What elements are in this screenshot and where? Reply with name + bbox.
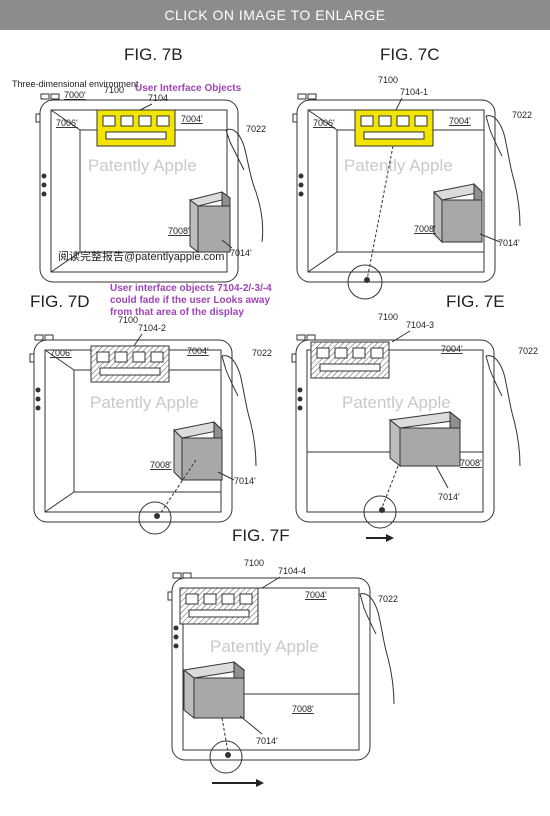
fig-7e-device-ref: 7100 <box>378 312 398 322</box>
fig-7b-site: 阅读完整报告@patentlyapple.com <box>58 249 224 263</box>
fig-7c-title: FIG. 7C <box>380 45 440 64</box>
fig-7d-box <box>172 420 224 482</box>
fig-7f-hand-ref: 7022 <box>378 594 398 604</box>
patent-figures-image: FIG. 7B Three-dimensional environment 70… <box>0 30 550 811</box>
fig-7e-hand <box>485 355 521 467</box>
fig-7e-right-arrow-icon <box>386 534 394 542</box>
fig-7f-wall-ref: 7004' <box>305 590 327 600</box>
fig-7d-wall-ref: 7004' <box>187 346 209 356</box>
fig-7f-eye <box>209 717 264 787</box>
fig-7e-watermark: Patently Apple <box>342 393 451 412</box>
fig-7f-title: FIG. 7F <box>232 526 290 545</box>
fig-7f-ui-objects <box>179 576 281 625</box>
figure-7f: FIG. 7F 7100 7104-4 7004' Patently Apple <box>167 526 398 787</box>
fig-7e-eye <box>363 465 399 542</box>
figure-7c: FIG. 7C 7100 7104-1 7006' 7004' <box>292 45 532 300</box>
fig-7d-title: FIG. 7D <box>30 292 90 311</box>
fig-7f-hand <box>359 593 395 705</box>
fig-7e-object-ref: 7014' <box>438 492 460 502</box>
fig-7d-note-3: from that area of the display <box>110 307 244 318</box>
fig-7e-floor-ref: 7008' <box>460 458 482 468</box>
fig-7c-watermark: Patently Apple <box>344 156 453 175</box>
fig-7c-eye <box>347 145 394 300</box>
fig-7d-hand-ref: 7022 <box>252 348 272 358</box>
fig-7b-watermark: Patently Apple <box>88 156 197 175</box>
fig-7d-note-1: User interface objects 7104-2/-3/-4 <box>110 283 272 294</box>
fig-7c-hand <box>485 115 521 227</box>
fig-7c-box <box>432 182 484 244</box>
fig-7e-ui-objects <box>310 330 411 379</box>
figure-7e: FIG. 7E 7100 7104-3 7004' Patently Apple <box>291 292 538 542</box>
fig-7c-left-wall-ref: 7006' <box>313 118 335 128</box>
fig-7f-uio-panel <box>179 587 259 625</box>
fig-7b-hand <box>225 128 264 243</box>
fig-7d-ui-objects <box>90 333 170 383</box>
fig-7b-device-frame <box>39 99 239 283</box>
fig-7d-hand <box>221 355 257 467</box>
fig-7c-ui-objects <box>354 97 434 147</box>
fig-7c-object-ref: 7014' <box>498 238 520 248</box>
fig-7b-hand-ref: 7022 <box>246 124 266 134</box>
fig-7b-env-ref: 7000' <box>64 90 86 100</box>
fig-7f-watermark: Patently Apple <box>210 637 319 656</box>
fig-7e-wall-ref: 7004' <box>441 344 463 354</box>
fig-7d-object-ref: 7014' <box>234 476 256 486</box>
fig-7c-device-ref: 7100 <box>378 75 398 85</box>
fig-7c-hand-ref: 7022 <box>512 110 532 120</box>
fig-7d-device-ref: 7100 <box>118 315 138 325</box>
fig-7c-uio-ref: 7104-1 <box>400 87 428 97</box>
fig-7e-box <box>388 410 462 468</box>
fig-7b-device-ref: 7100 <box>104 85 124 95</box>
fig-7b-floor-ref: 7008' <box>168 226 190 236</box>
fig-7b-uio-ref: 7104 <box>148 93 168 103</box>
fig-7d-left-wall-ref: 7006' <box>50 348 72 358</box>
fig-7e-title: FIG. 7E <box>446 292 505 311</box>
fig-7e-uio-ref: 7104-3 <box>406 320 434 330</box>
fig-7f-floor-ref: 7008' <box>292 704 314 714</box>
fig-7b-left-wall-ref: 7006' <box>56 118 78 128</box>
fig-7d-device <box>29 334 233 523</box>
figure-7b: FIG. 7B Three-dimensional environment 70… <box>12 45 266 283</box>
fig-7f-right-arrow-icon <box>256 779 264 787</box>
fig-7b-wall-ref: 7004' <box>181 114 203 124</box>
fig-7b-box <box>188 191 232 253</box>
fig-7c-uio-panel <box>354 109 434 147</box>
fig-7b-uio-panel <box>96 109 176 147</box>
fig-7d-watermark: Patently Apple <box>90 393 199 412</box>
fig-7b-env-label: Three-dimensional environment <box>12 79 139 89</box>
fig-7c-device <box>292 93 496 283</box>
figure-7d: FIG. 7D User interface objects 7104-2/-3… <box>29 283 272 535</box>
fig-7d-floor-ref: 7008' <box>150 460 172 470</box>
fig-7f-uio-ref: 7104-4 <box>278 566 306 576</box>
fig-7d-note-2: could fade if the user Looks away <box>110 295 270 306</box>
fig-7c-floor-ref: 7008' <box>414 224 436 234</box>
enlarge-banner[interactable]: CLICK ON IMAGE TO ENLARGE <box>0 0 550 30</box>
fig-7b-uio-heading: User Interface Objects <box>135 83 242 94</box>
fig-7f-box <box>182 660 246 720</box>
fig-7b-title: FIG. 7B <box>124 45 183 64</box>
fig-7b-ui-objects <box>96 103 176 147</box>
fig-7e-hand-ref: 7022 <box>518 346 538 356</box>
fig-7d-uio-panel <box>90 345 170 383</box>
fig-7d-uio-ref: 7104-2 <box>138 323 166 333</box>
fig-7f-device-ref: 7100 <box>244 558 264 568</box>
fig-7b-object-ref: 7014' <box>230 248 252 258</box>
fig-7c-wall-ref: 7004' <box>449 116 471 126</box>
fig-7e-uio-panel <box>310 341 390 379</box>
fig-7d-eye <box>138 459 197 535</box>
fig-7f-object-ref: 7014' <box>256 736 278 746</box>
enlarge-banner-text: CLICK ON IMAGE TO ENLARGE <box>164 7 386 23</box>
